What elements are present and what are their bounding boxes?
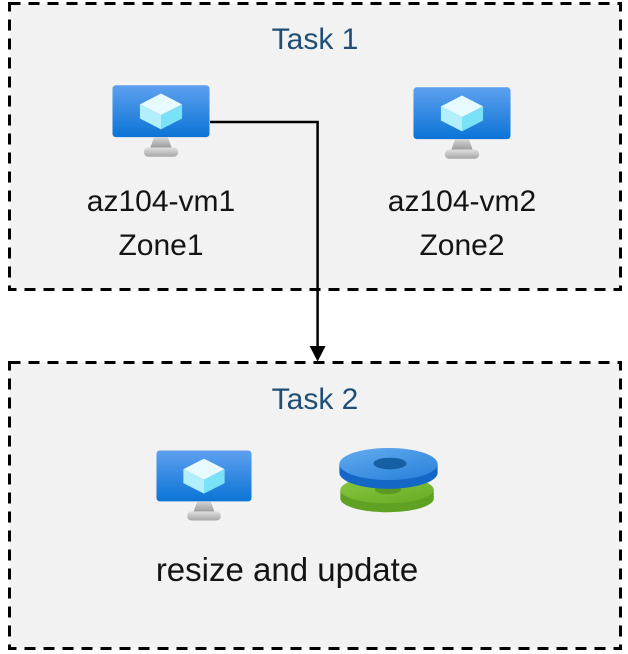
- vm2-zone: Zone2: [419, 229, 505, 262]
- task2-title: Task 2: [271, 383, 359, 416]
- vm1-name: az104-vm1: [86, 185, 236, 218]
- task2-caption: resize and update: [155, 551, 419, 588]
- connector-arrow-head: [309, 346, 326, 362]
- virtual-machine-icon: [156, 449, 252, 522]
- connector-arrow-line: [210, 120, 319, 348]
- managed-disks-icon: [337, 447, 441, 519]
- virtual-machine-icon: [112, 84, 210, 158]
- vm2-name: az104-vm2: [387, 185, 537, 218]
- task1-box: [8, 2, 622, 291]
- task1-title: Task 1: [271, 23, 359, 56]
- virtual-machine-icon: [413, 86, 511, 160]
- task2-box: [8, 361, 622, 650]
- vm1-label: az104-vm1 Zone1: [51, 180, 271, 268]
- vm2-label: az104-vm2 Zone2: [352, 180, 572, 268]
- vm1-zone: Zone1: [118, 229, 204, 262]
